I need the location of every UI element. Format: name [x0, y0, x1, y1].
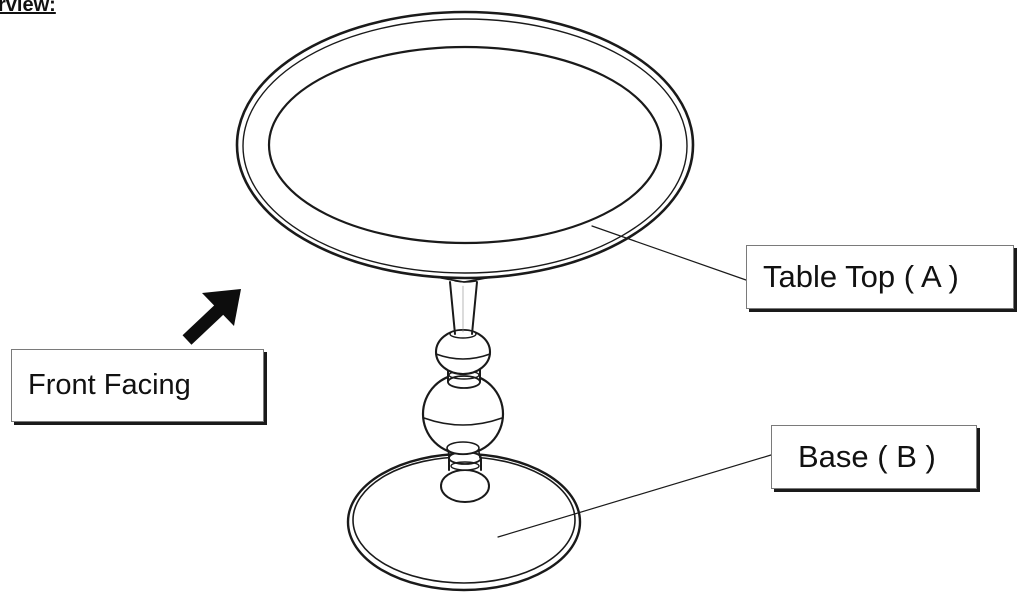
- overview-heading: rview:: [0, 0, 56, 16]
- base-label-text: Base ( B ): [798, 439, 936, 474]
- stem: [449, 281, 478, 335]
- lower-sphere: [421, 372, 505, 459]
- leader-line-base: [497, 454, 772, 538]
- upper-sphere: [434, 328, 492, 389]
- lower-foot: [440, 451, 490, 503]
- front-facing-label: Front Facing: [11, 349, 264, 422]
- arrow-up-right-icon: [182, 289, 241, 345]
- leader-line-table-top: [591, 225, 747, 281]
- front-facing-label-text: Front Facing: [28, 369, 191, 401]
- table-top-label: Table Top ( A ): [746, 245, 1014, 309]
- table-top-label-text: Table Top ( A ): [763, 259, 959, 294]
- base-label: Base ( B ): [771, 425, 977, 489]
- table-top: [235, 10, 695, 283]
